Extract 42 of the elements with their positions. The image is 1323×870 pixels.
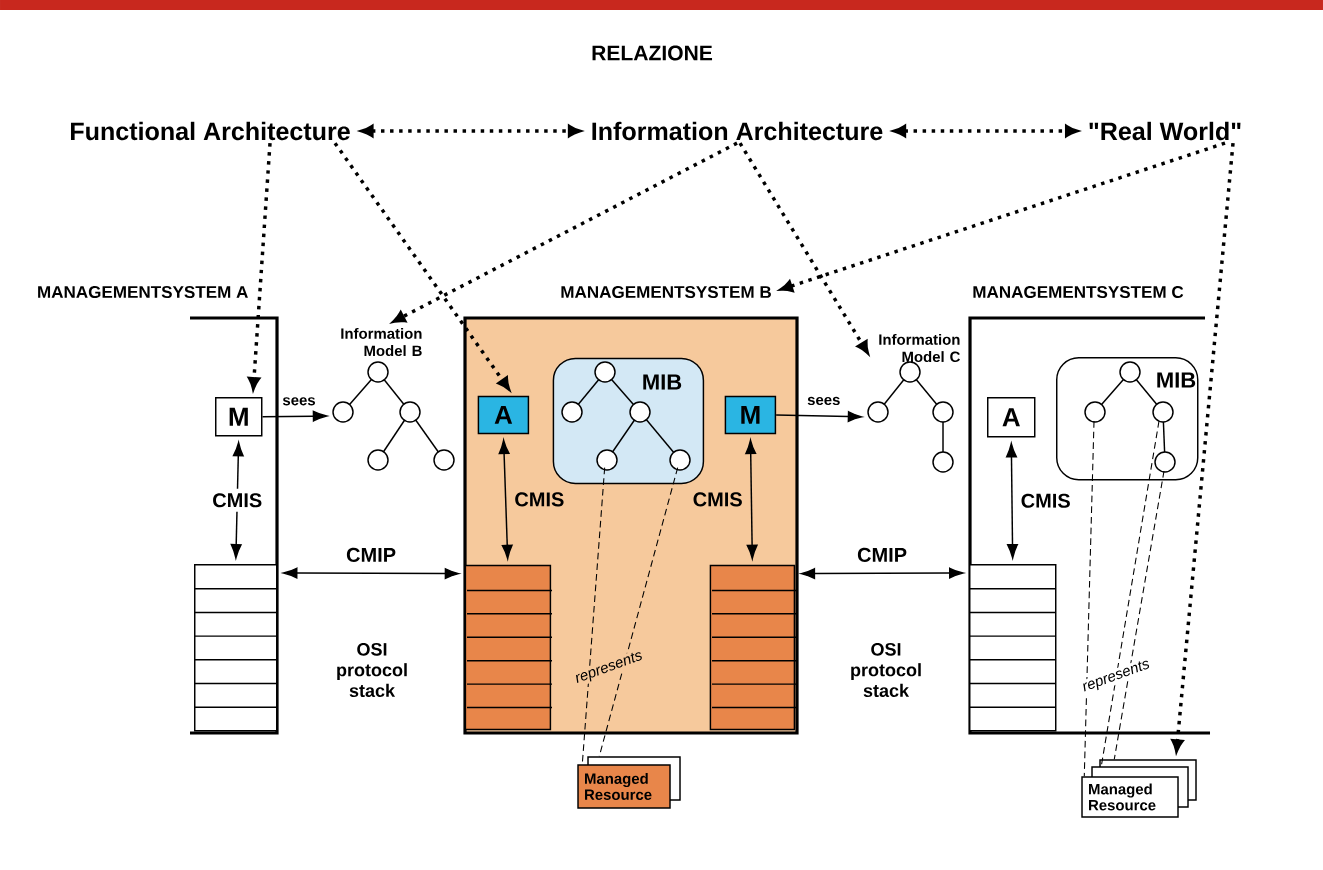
edge-label: CMIS (693, 492, 742, 507)
edge-label: CMIS (1021, 493, 1070, 508)
arrow (498, 439, 513, 560)
dashed-line (598, 467, 679, 757)
edge-label: CMIP (857, 547, 907, 562)
edge-label: sees (807, 396, 840, 406)
arrow (800, 567, 964, 580)
protocol-stack (969, 564, 1057, 732)
module-box: M (215, 397, 263, 437)
edge-label: CMIS (515, 492, 564, 507)
arrow (261, 410, 328, 422)
model-label: Information Model C (879, 333, 960, 363)
edge-label: CMIS (207, 488, 267, 512)
arrow (282, 567, 460, 580)
resource-card: Managed Resource (577, 756, 681, 809)
protocol-stack (464, 564, 553, 731)
architecture-label: "Real World" (1089, 121, 1241, 141)
stack-label: OSI protocol stack (337, 642, 407, 698)
title: RELAZIONE (592, 45, 713, 61)
arrow (775, 411, 863, 423)
architecture-label: Functional Architecture (71, 121, 350, 141)
module-box: M (724, 395, 777, 435)
stack-label: OSI protocol stack (851, 642, 921, 698)
dashed-line (1100, 420, 1160, 767)
edge-label: sees (282, 397, 315, 406)
dashed-line (1083, 420, 1095, 777)
system-heading: MANAGEMENTSYSTEM A (38, 285, 248, 299)
model-label: Information Model B (341, 327, 422, 357)
dashed-line (581, 467, 606, 765)
arrow (230, 441, 244, 559)
protocol-stack (194, 564, 278, 732)
module-box: A (987, 397, 1036, 438)
mib-label: MIB (643, 374, 682, 390)
dashed-line (1113, 470, 1165, 760)
architecture-label: Information Architecture (592, 121, 883, 141)
protocol-stack (709, 564, 797, 731)
arrow (745, 439, 758, 560)
module-box: A (477, 395, 530, 435)
node-label: Resource (1089, 800, 1156, 811)
resource-card: Managed Resource (1081, 759, 1197, 818)
arrow (1005, 442, 1018, 559)
edge-label: CMIP (346, 547, 396, 562)
